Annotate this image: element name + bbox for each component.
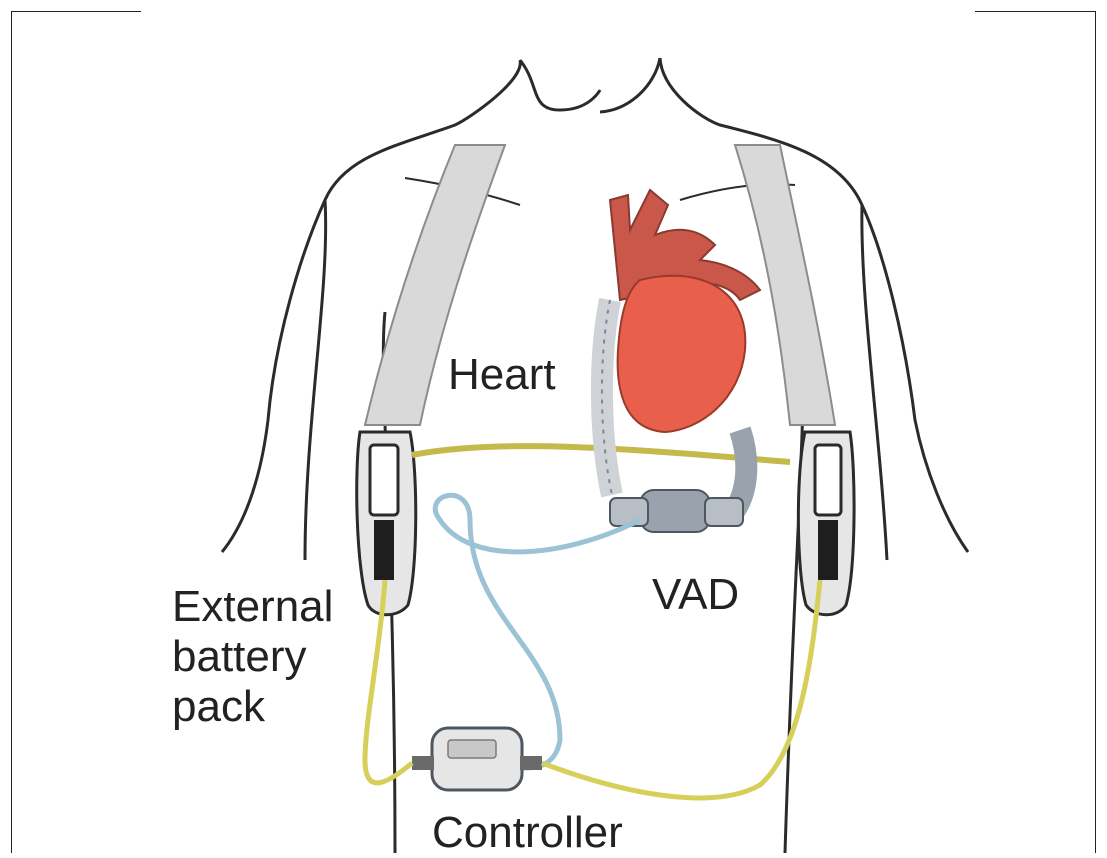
- arm-left-inner: [305, 200, 326, 560]
- vad-label: VAD: [652, 570, 739, 620]
- right-battery-holster: [798, 432, 854, 615]
- vad-outflow-graft: [602, 300, 612, 495]
- controller-label: Controller: [432, 808, 623, 858]
- battery-label-line-1: External: [172, 582, 333, 632]
- heart-label: Heart: [448, 350, 556, 400]
- battery-label-line-2: battery: [172, 632, 333, 682]
- controller-device: [412, 728, 542, 790]
- battery-pack-label: External battery pack: [172, 582, 333, 732]
- heart: [618, 276, 746, 432]
- battery-label-line-3: pack: [172, 682, 333, 732]
